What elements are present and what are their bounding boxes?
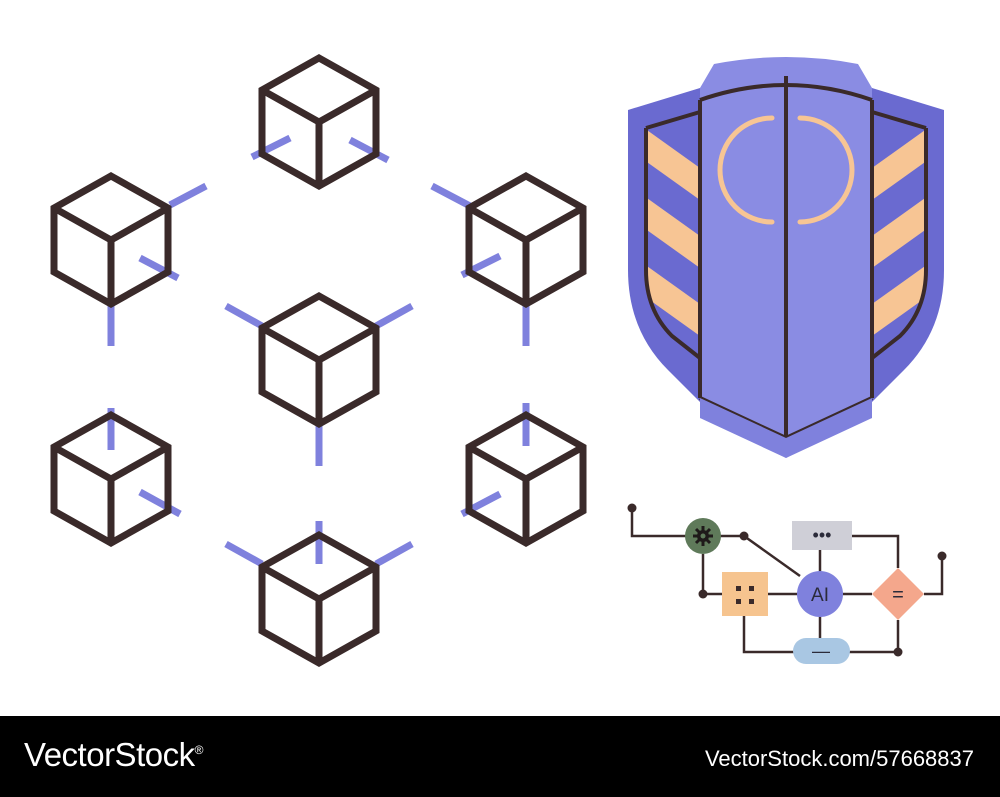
shield-icon — [628, 57, 944, 458]
ai-flow-diagram: ••• AI = — — [627, 503, 947, 664]
grid-box — [722, 572, 768, 616]
dots-label: ••• — [813, 525, 832, 545]
blockchain-network — [54, 58, 583, 663]
grid-dots-icon — [736, 586, 754, 604]
equals-label: = — [892, 584, 904, 606]
brand-mark: ® — [194, 743, 204, 757]
equals-diamond — [872, 568, 924, 620]
cube-icon — [469, 176, 583, 304]
network-connectors — [107, 134, 530, 568]
flow-dots — [627, 503, 947, 657]
minus-label: — — [812, 641, 830, 661]
dots-box — [792, 521, 852, 550]
minus-pill — [793, 638, 850, 664]
gear-icon — [685, 518, 721, 554]
ai-label: AI — [811, 585, 829, 606]
illustration-canvas: ••• AI = — — [0, 0, 947, 716]
cube-icon — [262, 58, 376, 186]
cube-icon — [262, 296, 376, 424]
watermark-footer: VectorStock® VectorStock.com/57668837 — [0, 716, 1000, 797]
brand-logo: VectorStock® — [24, 736, 203, 774]
ai-node — [797, 571, 843, 617]
image-id-text: VectorStock.com/57668837 — [704, 746, 974, 771]
cube-icon — [54, 176, 168, 304]
brand-name: VectorStock — [24, 736, 195, 773]
